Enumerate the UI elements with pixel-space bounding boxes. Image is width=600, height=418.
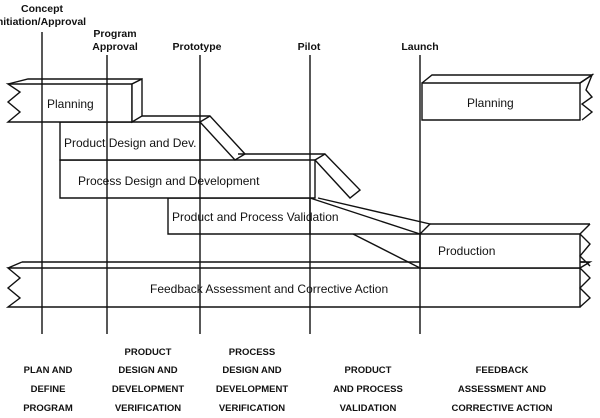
bar-product-design: Product Design and Dev.	[59, 115, 247, 161]
bar-process-design: Process Design and Development	[59, 153, 362, 199]
milestone-program-approval: Program Approval	[92, 28, 138, 53]
milestone-label: Program	[93, 28, 136, 40]
phase-label: PRODUCT	[125, 347, 172, 358]
phase-label: VERIFICATION	[115, 403, 181, 414]
phase-label: DEVELOPMENT	[216, 384, 289, 395]
bar-planning-left: Planning	[5, 77, 143, 124]
milestone-pilot: Pilot	[298, 41, 321, 53]
phase-label: DESIGN AND	[118, 365, 177, 376]
milestone-label: Prototype	[172, 41, 221, 53]
bar-label: Product and Process Validation	[172, 210, 339, 224]
milestone-label: Pilot	[298, 41, 321, 53]
phase-plan: PLAN AND DEFINE PROGRAM	[23, 365, 73, 414]
phase-label: CORRECTIVE ACTION	[452, 403, 553, 414]
bar-label: Process Design and Development	[78, 174, 260, 188]
bar-feedback: Feedback Assessment and Corrective Actio…	[5, 261, 593, 308]
phase-label: PROGRAM	[23, 403, 73, 414]
milestone-lines	[41, 32, 421, 334]
phase-label: DESIGN AND	[222, 365, 281, 376]
milestone-label: Approval	[92, 41, 138, 53]
phase-label: FEEDBACK	[476, 365, 529, 376]
phase-label: PRODUCT	[345, 365, 392, 376]
milestone-label: Concept	[21, 3, 64, 15]
phase-label: DEVELOPMENT	[112, 384, 185, 395]
bar-production: Production	[419, 223, 591, 269]
phase-label: DEFINE	[31, 384, 66, 395]
bar-label: Product Design and Dev.	[64, 136, 197, 150]
bar-label: Planning	[47, 97, 94, 111]
milestone-label: Launch	[401, 41, 438, 53]
bar-label: Feedback Assessment and Corrective Actio…	[150, 282, 388, 296]
phase-label: VERIFICATION	[219, 403, 285, 414]
bar-validation: Product and Process Validation	[167, 197, 432, 269]
milestone-concept: Concept Initiation/Approval	[0, 3, 86, 28]
bar-planning-right: Planning	[421, 73, 595, 121]
phase-product-design: PRODUCT DESIGN AND DEVELOPMENT VERIFICAT…	[112, 347, 185, 414]
bar-label: Production	[438, 244, 495, 258]
milestone-prototype: Prototype	[172, 41, 221, 53]
phase-feedback: FEEDBACK ASSESSMENT AND CORRECTIVE ACTIO…	[452, 365, 553, 414]
milestone-label: Initiation/Approval	[0, 16, 86, 28]
bar-label: Planning	[467, 96, 514, 110]
phase-validation: PRODUCT AND PROCESS VALIDATION	[333, 365, 403, 414]
milestone-launch: Launch	[401, 41, 438, 53]
phase-label: PLAN AND	[24, 365, 73, 376]
phase-label: VALIDATION	[340, 403, 397, 414]
phase-label: ASSESSMENT AND	[458, 384, 546, 395]
phase-label: PROCESS	[229, 347, 275, 358]
phase-process-design: PROCESS DESIGN AND DEVELOPMENT VERIFICAT…	[216, 347, 289, 414]
phase-label: AND PROCESS	[333, 384, 403, 395]
